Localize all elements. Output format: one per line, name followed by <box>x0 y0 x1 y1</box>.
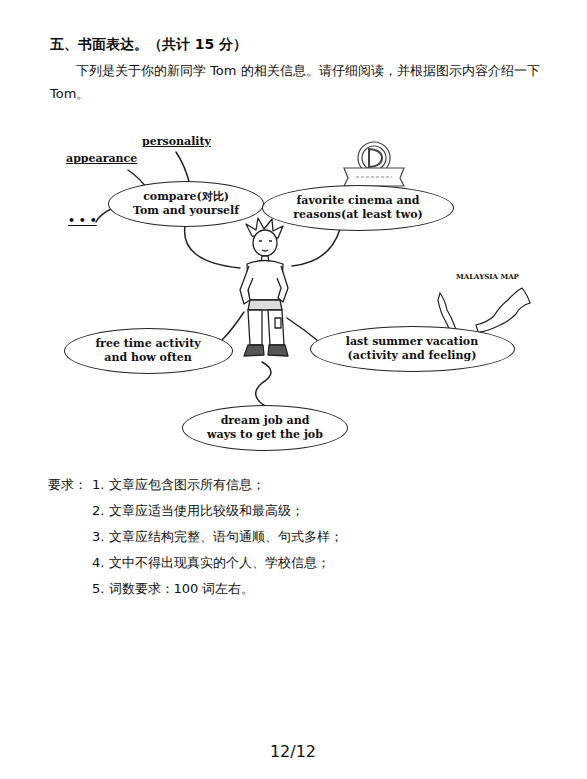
node-text: last summer vacation (activity and feeli… <box>337 335 487 363</box>
requirement-item: 2. 文章应适当使用比较级和最高级； <box>92 502 304 520</box>
node-text: free time activity and how often <box>87 337 209 365</box>
page-number: 12/12 <box>270 742 316 761</box>
section-title: 五、书面表达。（共计 15 分） <box>50 36 247 54</box>
requirements-heading: 要求： <box>48 476 87 494</box>
requirement-item: 5. 词数要求：100 词左右。 <box>92 580 254 598</box>
ellipse-node: dream job and ways to get the job <box>182 405 348 451</box>
node-text: compare(对比) Tom and yourself <box>130 190 242 218</box>
requirement-item: 3. 文章应结构完整、语句通顺、句式多样； <box>92 528 343 546</box>
ellipse-node: last summer vacation (activity and feeli… <box>310 326 515 372</box>
branch-label: • • • <box>68 214 97 227</box>
node-text: favorite cinema and reasons(at least two… <box>288 194 428 222</box>
requirement-item: 1. 文章应包含图示所有信息； <box>92 476 265 494</box>
branch-label: personality <box>142 135 211 148</box>
ellipse-node: free time activity and how often <box>64 328 233 374</box>
branch-label: appearance <box>66 152 137 165</box>
instruction-text: 下列是关于你的新同学 Tom 的相关信息。请仔细阅读，并根据图示内容介绍一下 T… <box>50 60 550 106</box>
map-caption: MALAYSIA MAP <box>456 272 519 281</box>
ellipse-node: compare(对比) Tom and yourself <box>108 181 264 227</box>
requirement-item: 4. 文中不得出现真实的个人、学校信息； <box>92 554 330 572</box>
node-text: dream job and ways to get the job <box>205 414 325 442</box>
ellipse-node: favorite cinema and reasons(at least two… <box>262 185 454 231</box>
